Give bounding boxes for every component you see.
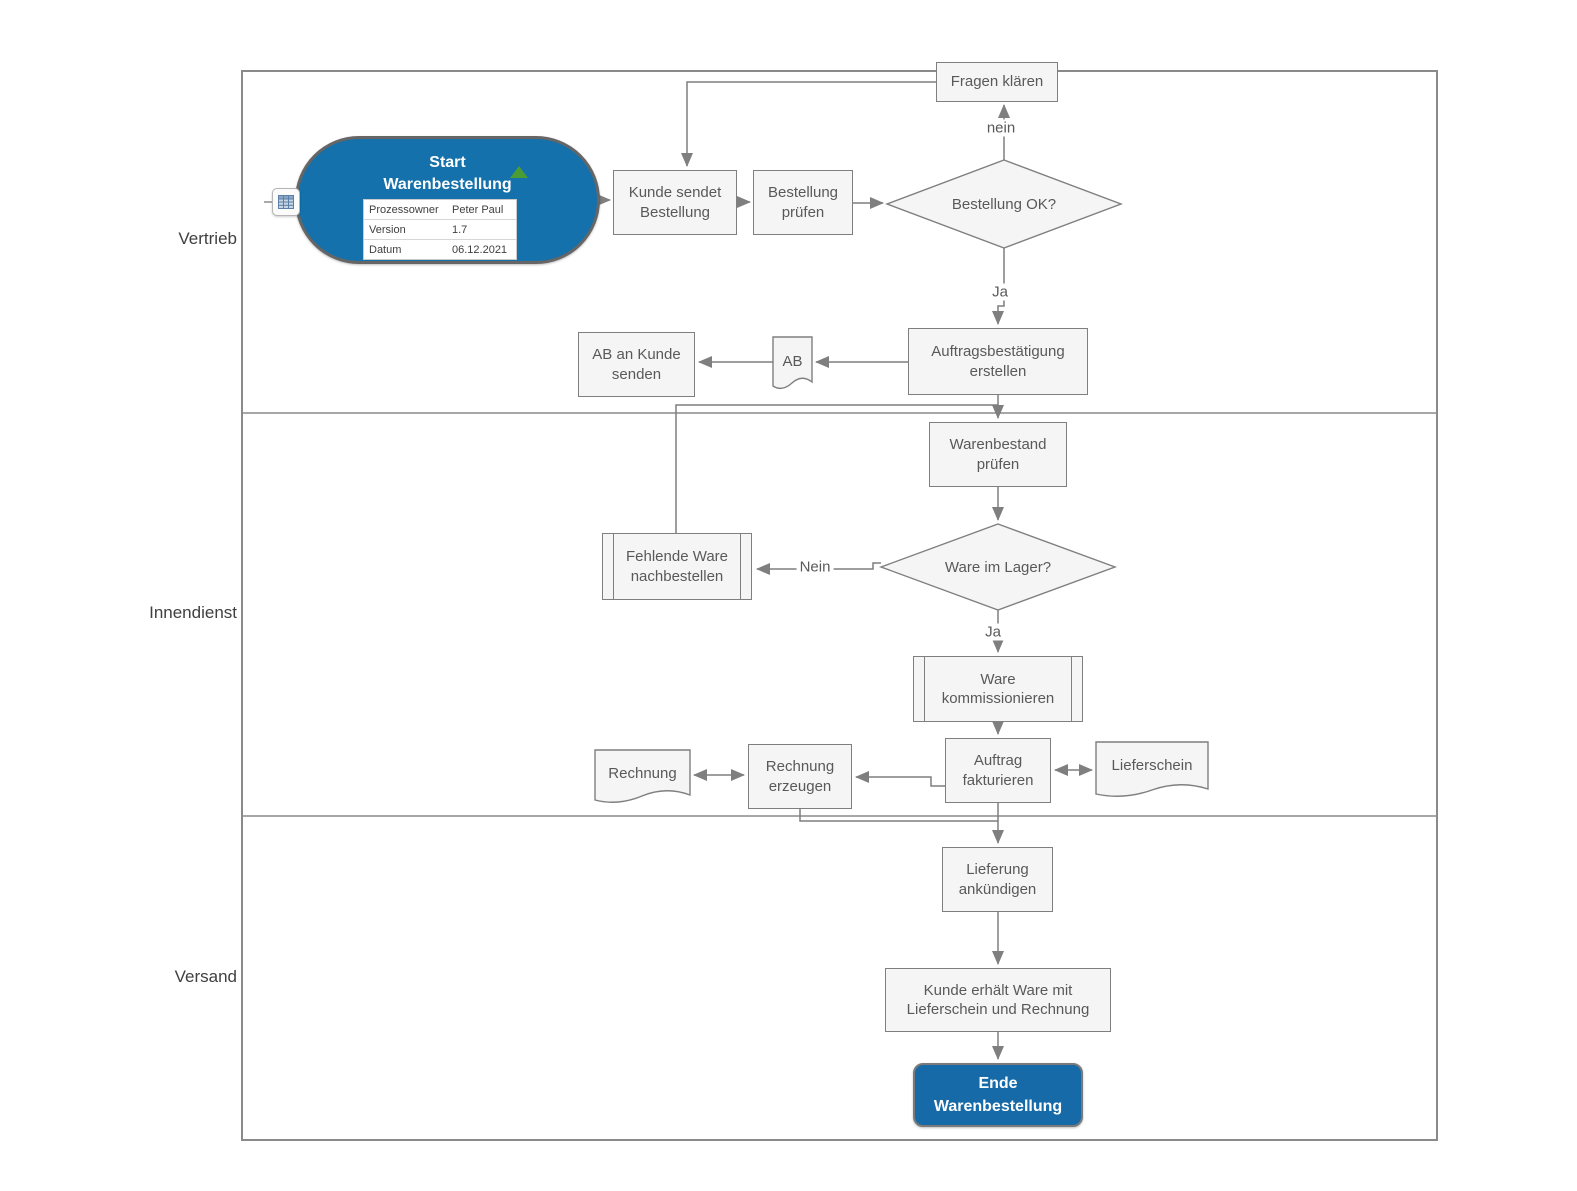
process-bestellung-pruefen[interactable]: Bestellung prüfen: [753, 170, 853, 235]
table-key: Prozessowner: [369, 203, 439, 216]
connector-fragen-to-kunde: [681, 81, 936, 167]
table-row: Prozessowner Peter Paul: [364, 200, 516, 220]
document-rechnung-shape[interactable]: [594, 749, 691, 803]
end-node[interactable]: Ende Warenbestellung: [913, 1063, 1083, 1127]
node-label: Ware kommissionieren: [941, 670, 1055, 708]
node-label: Warenbestand prüfen: [949, 436, 1047, 473]
document-ab-label: AB: [782, 352, 803, 370]
document-ab-shape[interactable]: [772, 336, 813, 390]
process-kunde-sendet-bestellung[interactable]: Kunde sendet Bestellung: [613, 170, 737, 235]
table-key: Datum: [369, 243, 402, 256]
process-rechnung-erzeugen[interactable]: Rechnung erzeugen: [748, 744, 852, 809]
start-title-line1: Start: [429, 154, 466, 171]
document-rechnung-label: Rechnung: [608, 764, 677, 782]
callout-tick: [264, 201, 272, 203]
table-icon: [278, 195, 294, 209]
node-label: Lieferung ankündigen: [958, 861, 1037, 898]
lane-label-versand: Versand: [174, 967, 237, 986]
process-auftrag-fakturieren[interactable]: Auftrag fakturieren: [945, 738, 1051, 803]
end-title-line1: Ende: [978, 1074, 1018, 1092]
predefined-fehlende-ware-nachbestellen[interactable]: Fehlende Ware nachbestellen: [602, 533, 752, 600]
table-key: Version: [369, 223, 406, 236]
decision-bestellung-ok-shape[interactable]: [885, 159, 1123, 249]
predefined-ware-kommissionieren[interactable]: Ware kommissionieren: [913, 656, 1083, 722]
process-warenbestand-pruefen[interactable]: Warenbestand prüfen: [929, 422, 1067, 487]
edge-label-ja-2: Ja: [982, 623, 1004, 641]
lane-label-innendienst: Innendienst: [149, 603, 237, 622]
node-label: Rechnung erzeugen: [765, 758, 835, 795]
connector-fakturieren-to-erzeugen: [855, 771, 945, 787]
decision-ware-im-lager-label: Ware im Lager?: [944, 558, 1052, 576]
connector-erzeugen-to-lieferung: [799, 809, 998, 822]
node-label: Fehlende Ware nachbestellen: [626, 548, 728, 585]
start-node-title: Start Warenbestellung: [298, 152, 597, 197]
swimlane-frame: [241, 70, 1438, 1141]
process-kunde-erhaelt-ware[interactable]: Kunde erhält Ware mit Lieferschein und R…: [885, 968, 1111, 1032]
node-label: AB an Kunde senden: [592, 346, 681, 383]
process-ab-an-kunde-senden[interactable]: AB an Kunde senden: [578, 332, 695, 397]
table-value: 06.12.2021: [452, 243, 508, 256]
connector-ok-ja-to-auftragsb: [992, 248, 1005, 325]
node-label: Auftrag fakturieren: [962, 752, 1034, 789]
end-title-line2: Warenbestellung: [933, 1098, 1063, 1115]
table-value: Peter Paul: [452, 203, 504, 216]
decision-ware-im-lager-shape[interactable]: [878, 523, 1118, 611]
document-lieferschein-label: Lieferschein: [1111, 756, 1193, 774]
end-node-title: Ende Warenbestellung: [934, 1072, 1062, 1118]
process-auftragsbestaetigung-erstellen[interactable]: Auftragsbestätigung erstellen: [908, 328, 1088, 395]
table-value: 1.7: [452, 223, 468, 236]
start-node-table: Prozessowner Peter Paul Version 1.7 Datu…: [363, 199, 517, 260]
node-label: Bestellung prüfen: [767, 184, 839, 221]
green-triangle-icon[interactable]: [510, 166, 528, 178]
lane-label-vertrieb: Vertrieb: [178, 229, 237, 248]
edge-label-nein: nein: [983, 119, 1019, 137]
document-lieferschein-shape[interactable]: [1095, 741, 1209, 797]
edge-label-ja: Ja: [989, 283, 1011, 301]
table-row: Version 1.7: [364, 220, 516, 240]
node-label: Kunde erhält Ware mit Lieferschein und R…: [906, 981, 1090, 1019]
data-graphic-button[interactable]: [272, 188, 300, 216]
process-fragen-klaeren[interactable]: Fragen klären: [936, 62, 1058, 102]
node-label: Kunde sendet Bestellung: [628, 184, 722, 221]
start-node[interactable]: Start Warenbestellung Prozessowner Peter…: [295, 136, 600, 264]
table-row: Datum 06.12.2021: [364, 240, 516, 259]
connector-fehlende-to-warenbestand: [675, 404, 998, 533]
process-lieferung-ankuendigen[interactable]: Lieferung ankündigen: [942, 847, 1053, 912]
edge-label-nein-2: Nein: [796, 558, 834, 576]
start-title-line2: Warenbestellung: [383, 176, 512, 194]
node-label: Fragen klären: [950, 73, 1044, 91]
decision-bestellung-ok-label: Bestellung OK?: [951, 195, 1057, 213]
node-label: Auftragsbestätigung erstellen: [931, 343, 1065, 380]
